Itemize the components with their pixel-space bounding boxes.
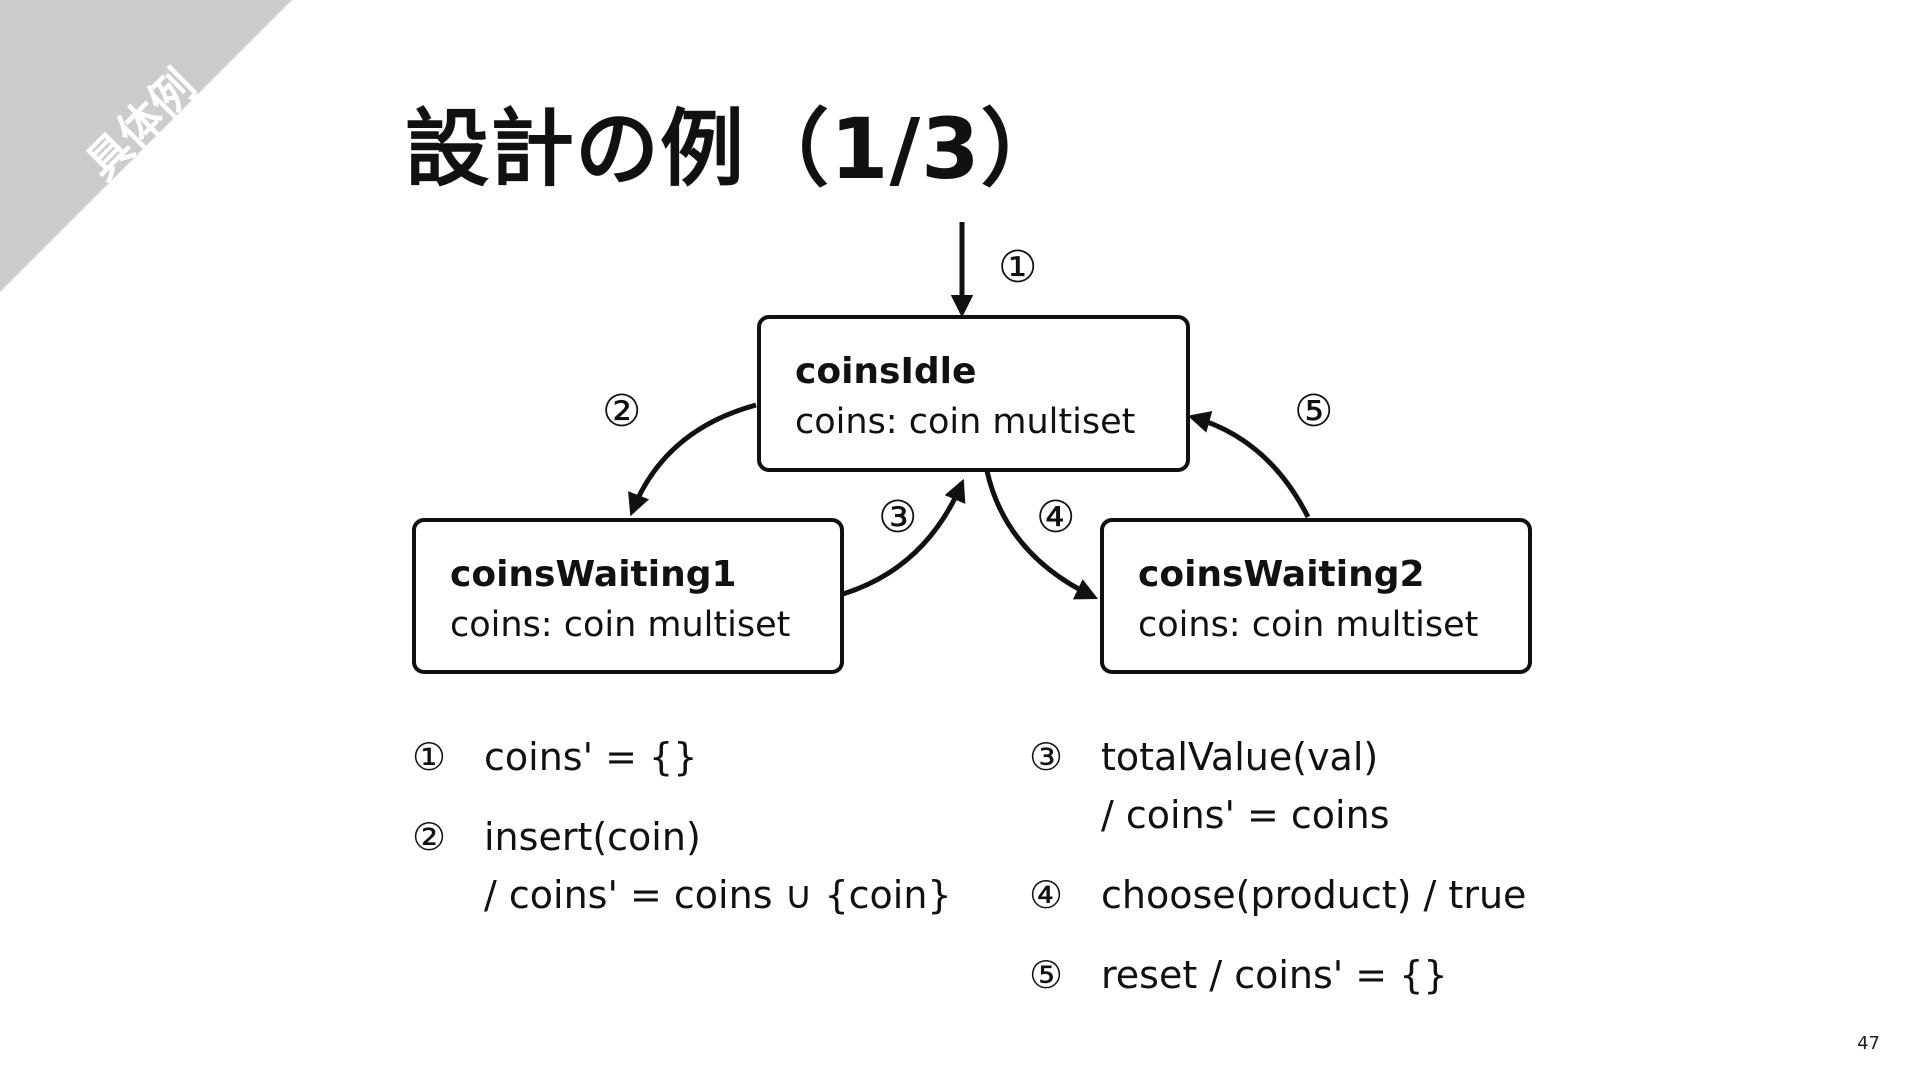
page-title: 設計の例（1/3） bbox=[405, 100, 1066, 198]
transition-label-2: ② bbox=[602, 386, 642, 437]
state-coins-waiting-2: coinsWaiting2 coins: coin multiset bbox=[1100, 518, 1532, 674]
state-coins-idle: coinsIdle coins: coin multiset bbox=[757, 315, 1190, 472]
arrow-waiting2-to-idle bbox=[1187, 410, 1311, 519]
transition-label-4: ④ bbox=[1036, 492, 1076, 543]
legend-number: ④ bbox=[1029, 873, 1064, 917]
legend-item: ② insert(coin) / coins' = coins ∪ {coin} bbox=[412, 808, 952, 924]
state-coins-waiting-1: coinsWaiting1 coins: coin multiset bbox=[412, 518, 844, 674]
legend-number: ⑤ bbox=[1029, 953, 1064, 997]
legend-number: ② bbox=[412, 815, 447, 859]
arrow-waiting1-to-idle bbox=[842, 478, 966, 597]
transition-label-3: ③ bbox=[878, 492, 918, 543]
legend-item: ③ totalValue(val) / coins' = coins bbox=[1029, 728, 1526, 844]
state-attribute: coins: coin multiset bbox=[795, 402, 1136, 442]
state-name: coinsWaiting1 bbox=[450, 554, 737, 595]
legend-text: choose(product) / true bbox=[1101, 873, 1527, 917]
page-number: 47 bbox=[1857, 1033, 1880, 1054]
state-name: coinsWaiting2 bbox=[1138, 554, 1425, 595]
legend-number: ③ bbox=[1029, 735, 1064, 779]
legend-right: ③ totalValue(val) / coins' = coins ④ cho… bbox=[1029, 728, 1526, 1026]
legend-item: ⑤ reset / coins' = {} bbox=[1029, 946, 1526, 1004]
transition-label-5: ⑤ bbox=[1294, 386, 1334, 437]
legend-text: insert(coin) / coins' = coins ∪ {coin} bbox=[484, 815, 952, 917]
legend-item: ① coins' = {} bbox=[412, 728, 952, 786]
legend-text: reset / coins' = {} bbox=[1101, 953, 1448, 997]
arrow-idle-to-waiting2 bbox=[984, 470, 1099, 600]
state-attribute: coins: coin multiset bbox=[1138, 605, 1479, 645]
arrow-idle-to-waiting1 bbox=[628, 402, 757, 517]
corner-banner-shape bbox=[0, 0, 292, 292]
state-attribute: coins: coin multiset bbox=[450, 605, 791, 645]
state-name: coinsIdle bbox=[795, 351, 977, 392]
legend-text: coins' = {} bbox=[484, 735, 698, 779]
legend-text: totalValue(val) / coins' = coins bbox=[1101, 735, 1390, 837]
corner-banner: 具体例 bbox=[0, 0, 300, 300]
transition-label-1: ① bbox=[998, 242, 1038, 293]
legend-number: ① bbox=[412, 735, 447, 779]
legend-left: ① coins' = {} ② insert(coin) / coins' = … bbox=[412, 728, 952, 946]
legend-item: ④ choose(product) / true bbox=[1029, 866, 1526, 924]
